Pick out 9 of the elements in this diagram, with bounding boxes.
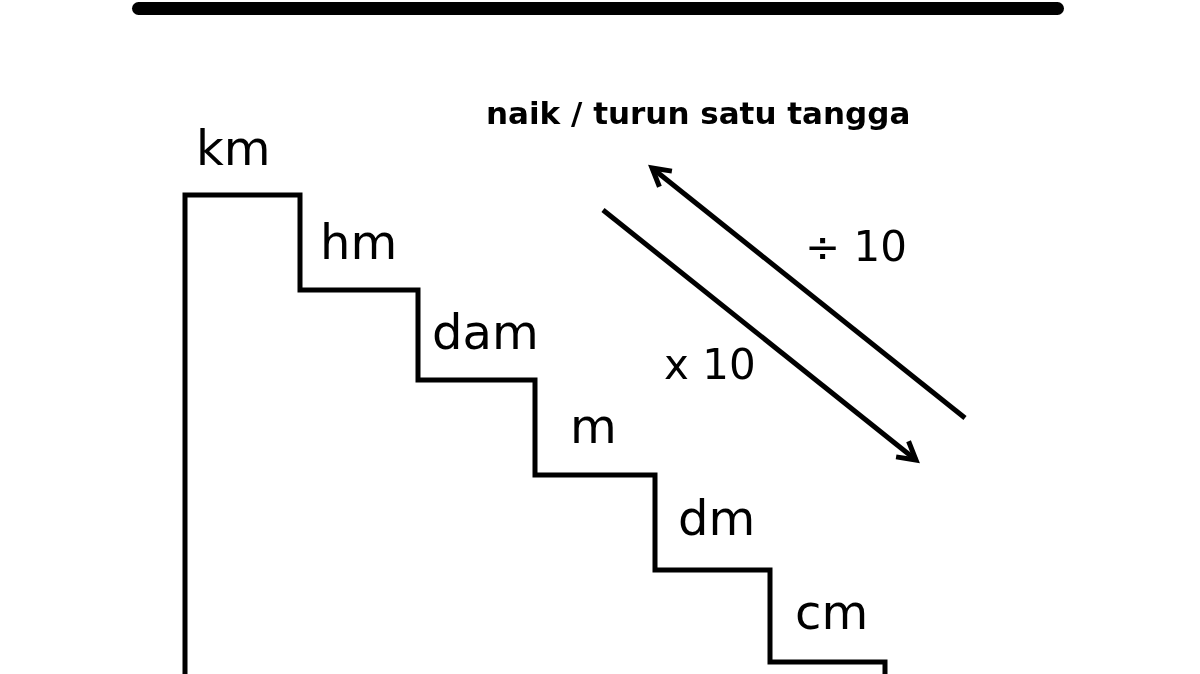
unit-label: dm — [678, 494, 756, 542]
operation-label: x 10 — [664, 344, 756, 386]
unit-label: cm — [795, 588, 869, 636]
annotation-text: naik / turun satu tangga — [486, 98, 911, 129]
unit-label: dam — [432, 308, 539, 356]
unit-label: m — [570, 402, 617, 450]
operation-label: ÷ 10 — [805, 226, 907, 268]
unit-label: hm — [320, 218, 398, 266]
unit-label: km — [196, 124, 271, 172]
